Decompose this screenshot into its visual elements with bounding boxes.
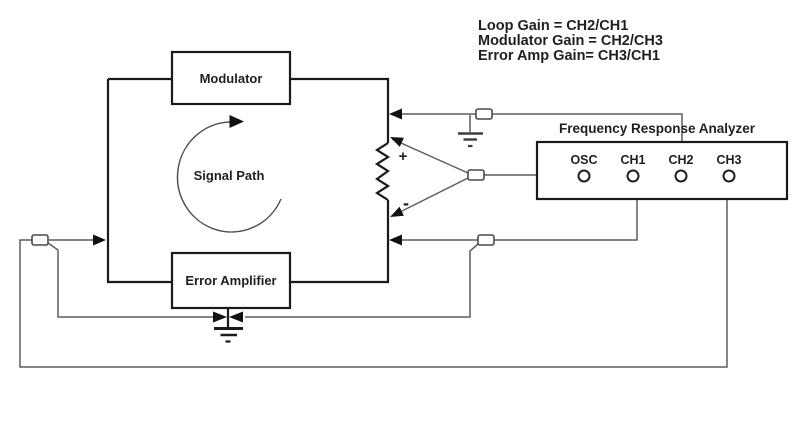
terminal-ch2-jack [674, 169, 688, 183]
ch3-probe-connector [31, 234, 49, 246]
equation-error-amp-gain: Error Amp Gain= CH3/CH1 [478, 48, 660, 64]
osc-plus-arrow-icon [390, 137, 404, 147]
wire-ch3-to-analyzer [19, 183, 728, 368]
signal-path-arrowhead-icon [229, 115, 244, 128]
control-loop [106, 50, 391, 343]
equation-loop-gain: Loop Gain = CH2/CH1 [478, 18, 628, 34]
labels: Loop Gain = CH2/CH1 Modulator Gain = CH2… [185, 18, 755, 288]
loop-wire-top-right [290, 77, 390, 143]
wire-osc-minus-lead [391, 177, 469, 217]
wire-osc-plus-lead [391, 138, 469, 174]
terminal-osc-label: OSC [570, 153, 597, 167]
equation-modulator-gain: Modulator Gain = CH2/CH3 [478, 33, 663, 49]
loop-wire-bottom-right [290, 200, 390, 284]
signal-path-label: Signal Path [194, 168, 265, 183]
ch2-tap-arrow-icon [389, 108, 402, 120]
terminal-ch2-label: CH2 [668, 153, 693, 167]
frequency-response-analyzer [535, 140, 789, 201]
ch3-tap-arrow-icon [93, 234, 106, 246]
terminal-ch1-jack [626, 169, 640, 183]
terminal-ch1-label: CH1 [620, 153, 645, 167]
loop-wire-left [106, 79, 172, 284]
ch1-tap-arrow-icon [389, 234, 402, 246]
error-amplifier-label: Error Amplifier [185, 273, 276, 288]
probe-wiring [19, 113, 728, 368]
wire-ch1-to-analyzer [494, 182, 638, 241]
error-amplifier-box [170, 251, 292, 310]
analyzer-title: Frequency Response Analyzer [559, 121, 756, 136]
ch1-probe-connector [477, 234, 495, 246]
osc-probe-connector [467, 169, 485, 181]
ground-junction-right-arrow-icon [229, 311, 243, 323]
signal-path-arc [176, 121, 282, 233]
modulator-label: Modulator [200, 71, 263, 86]
wire-ch3-ground-lead [47, 242, 213, 318]
osc-minus-arrow-icon [390, 206, 404, 217]
ground-symbol-ch2-probe [458, 132, 483, 148]
injection-minus-label: - [403, 193, 409, 213]
terminal-ch3-label: CH3 [716, 153, 741, 167]
injection-plus-label: + [399, 148, 408, 165]
ch2-probe-connector [475, 108, 493, 120]
terminal-osc-jack [577, 169, 591, 183]
probe-connectors [31, 108, 495, 323]
modulator-box [170, 50, 292, 106]
analyzer-box [535, 140, 789, 201]
ground-symbol-error-amp [214, 327, 243, 343]
ground-junction-left-arrow-icon [213, 311, 227, 323]
wire-ch1-ground-lead [245, 243, 479, 318]
injection-resistor [374, 142, 391, 201]
terminal-ch3-jack [722, 169, 736, 183]
